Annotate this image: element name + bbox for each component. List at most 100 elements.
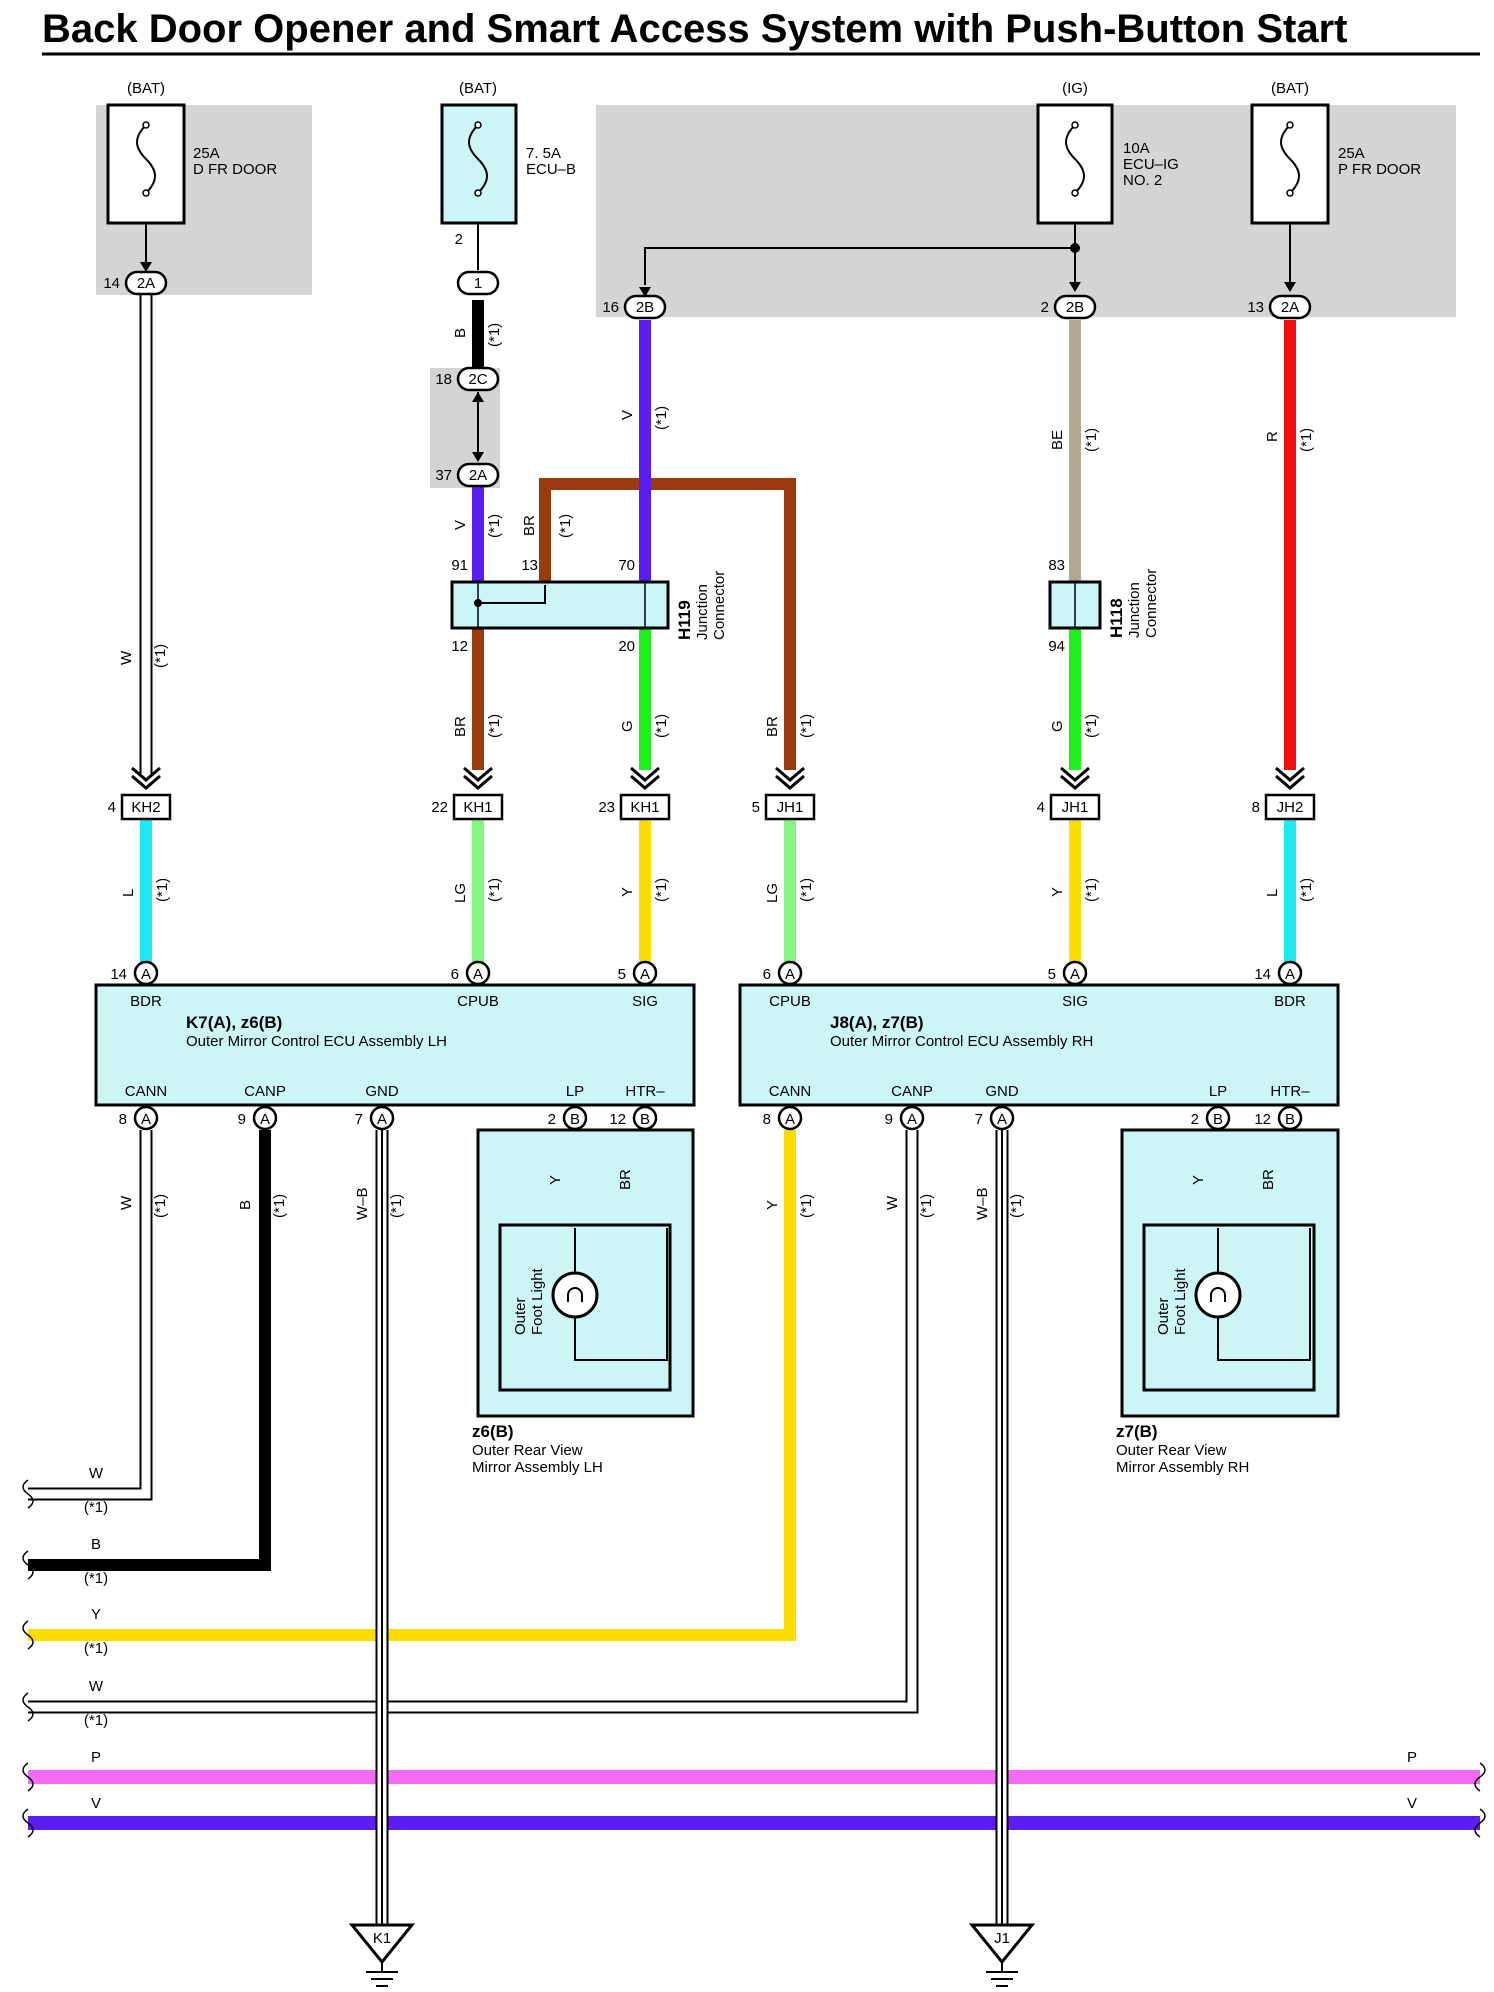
- connector-2a: [456, 462, 500, 488]
- wire-w-canp: [28, 1130, 917, 1712]
- pin-number: 22: [431, 799, 448, 816]
- pin-circle: [777, 1105, 803, 1131]
- pin-number: 16: [602, 299, 619, 316]
- horizontal-wire-labels: W (*1) B (*1) Y (*1) W (*1) P V P V: [84, 1465, 1417, 1812]
- wire-code: BR: [617, 1169, 634, 1190]
- ground-k1: K1: [348, 1923, 416, 1987]
- fuse-source-label: (BAT): [1271, 80, 1309, 97]
- wire-code: W: [118, 1195, 135, 1210]
- break-mark: [1474, 1762, 1486, 1792]
- wire-code: Y: [1049, 887, 1066, 897]
- pin-circle: [777, 960, 803, 986]
- pin-number: 20: [618, 638, 635, 655]
- pin-label: GND: [985, 1083, 1019, 1100]
- mirror-name: Mirror Assembly RH: [1116, 1459, 1249, 1476]
- pin-label: SIG: [1062, 993, 1088, 1010]
- ecu-lh-box: [94, 983, 696, 1107]
- arrow-icon: [472, 392, 484, 402]
- pin-label: CANN: [125, 1083, 168, 1100]
- note-mark: (*1): [271, 1194, 288, 1218]
- fuse-element: [1065, 124, 1085, 194]
- pin-number: 18: [435, 371, 452, 388]
- ecu-rh: A 6 CPUB A 5 SIG A 14 BDR J8(A), z7(B) O…: [738, 960, 1340, 1131]
- bulb-icon: [551, 1271, 599, 1319]
- ecu-name: Outer Mirror Control ECU Assembly RH: [830, 1033, 1093, 1050]
- pin-number: 12: [451, 638, 468, 655]
- junction-label: Connector: [1143, 569, 1160, 638]
- wire-code: B: [452, 328, 469, 338]
- pin-number: 14: [1254, 966, 1271, 983]
- pin-circle: [632, 960, 658, 986]
- note-mark: (*1): [1083, 714, 1100, 738]
- note-mark: (*1): [486, 714, 503, 738]
- mirror-box: [1120, 1128, 1340, 1418]
- break-mark: [22, 1692, 34, 1722]
- wire-code: G: [1049, 720, 1066, 732]
- pin-number: 70: [618, 557, 635, 574]
- diagram-title: Back Door Opener and Smart Access System…: [42, 7, 1348, 51]
- fuse-ecu-ig-no2: (IG) 10A ECU–IG NO. 2: [1036, 80, 1179, 292]
- fuse-source-label: (BAT): [459, 80, 497, 97]
- pin-number: 83: [1048, 557, 1065, 574]
- connector-name: 1: [474, 275, 482, 292]
- note-mark: (*1): [486, 514, 503, 538]
- pin-conn: A: [260, 1111, 270, 1128]
- wire-b-canp: [28, 1130, 271, 1571]
- wire-code: V: [1407, 1795, 1417, 1812]
- wire-code: P: [1407, 1749, 1417, 1766]
- fuse-element: [1280, 124, 1300, 194]
- pin-number: 12: [609, 1111, 626, 1128]
- wire-code: P: [91, 1749, 101, 1766]
- mirror-name: Outer Rear View: [1116, 1442, 1227, 1459]
- pin-label: CANP: [891, 1083, 933, 1100]
- connector-jh1: [1049, 793, 1101, 821]
- connector-2b: [1053, 294, 1097, 320]
- fuse-source-label: (IG): [1062, 80, 1088, 97]
- wire-code: R: [1264, 431, 1281, 442]
- junction-id: H119: [675, 600, 694, 640]
- pin-label: HTR–: [1270, 1083, 1310, 1100]
- junction-h118: 83 94 H118 Junction Connector: [1048, 557, 1160, 655]
- junction-label: Junction: [694, 584, 711, 640]
- wire-code: BR: [521, 515, 538, 536]
- pin-number: 12: [1254, 1111, 1271, 1128]
- mirror-rh: Outer Foot Light z7(B) Outer Rear View M…: [1116, 1128, 1340, 1476]
- connector-kh1: [619, 793, 671, 821]
- pin-number: 14: [103, 275, 120, 292]
- pin-circle: [133, 1105, 159, 1131]
- fuse-rating: 7. 5A: [526, 145, 561, 162]
- inline-connectors: KH2 4 KH1 22 KH1 23 JH1 5 JH1 4 JH2 8: [108, 766, 1316, 821]
- wire-code: G: [619, 720, 636, 732]
- break-mark: [1474, 1808, 1486, 1838]
- arrow-icon: [1284, 282, 1296, 292]
- pin-conn: B: [570, 1111, 580, 1128]
- pin-number: 2: [455, 231, 463, 248]
- pin-circle: [465, 960, 491, 986]
- pin-conn: A: [785, 1111, 795, 1128]
- pin-conn: A: [907, 1111, 917, 1128]
- wire-code: BR: [764, 716, 781, 737]
- connector-2a: [1268, 294, 1312, 320]
- connector-name: JH1: [777, 799, 804, 816]
- mirror-name: Mirror Assembly LH: [472, 1459, 603, 1476]
- wire-code: V: [619, 410, 636, 420]
- mirror-lh: Outer Foot Light z6(B) Outer Rear View M…: [472, 1128, 695, 1476]
- junction-label: Connector: [711, 571, 728, 640]
- note-mark: (*1): [84, 1499, 108, 1516]
- wire-code: W: [89, 1678, 104, 1695]
- fuse-name: NO. 2: [1123, 172, 1162, 189]
- note-mark: (*1): [152, 644, 169, 668]
- pin-label: CANP: [244, 1083, 286, 1100]
- lamp-frame: [498, 1223, 672, 1392]
- mirror-id: z6(B): [472, 1422, 514, 1441]
- break-marks-left: [22, 1479, 1486, 1838]
- arrow-icon: [639, 287, 651, 297]
- pin-label: CANN: [769, 1083, 812, 1100]
- pin-label: HTR–: [625, 1083, 665, 1100]
- ground-icon: [968, 1923, 1036, 1965]
- wire-code: Y: [547, 1175, 564, 1185]
- pin-circle: [1062, 960, 1088, 986]
- fuse-ecu-b: (BAT) 7. 5A ECU–B 2: [440, 80, 576, 270]
- wire-br-loop: [539, 478, 796, 770]
